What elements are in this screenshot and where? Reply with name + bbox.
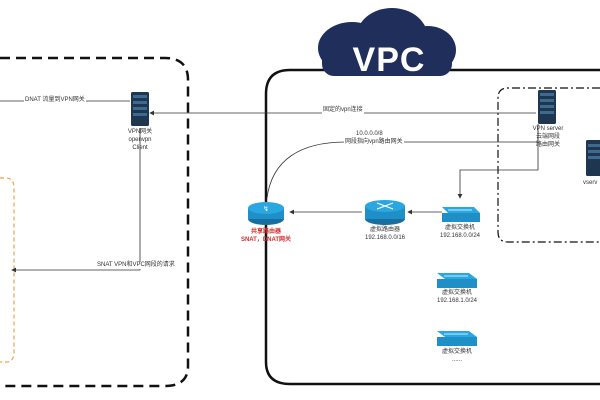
vpn-server-line3: 路由网关 xyxy=(535,142,561,148)
edge-route xyxy=(266,124,539,199)
edge-label-route-1: 10.0.0.0/8 xyxy=(356,131,383,137)
vserver-label: vserv xyxy=(583,180,598,186)
switch1-line1: 虚拟交换机 xyxy=(444,225,476,231)
connections xyxy=(0,100,539,273)
vpn-server-icon xyxy=(538,90,556,124)
virtual-router-icon xyxy=(365,200,405,225)
switch3-line1: 虚拟交换机 xyxy=(441,349,473,355)
left-network-boundary xyxy=(0,56,190,388)
virtual-router-line2: 192.168.0.0/16 xyxy=(364,235,406,241)
vpc-boundary xyxy=(264,68,600,386)
edge-label-route-2: 网段指向vpn路由网关 xyxy=(344,139,404,146)
edge-snat xyxy=(11,128,141,273)
vpc-title: VPC xyxy=(352,41,426,79)
switch1-line2: 192.168.0.0/24 xyxy=(439,233,481,239)
svg-text:↯: ↯ xyxy=(263,205,269,213)
edge-label-fixed-vpn: 固定的vpn连接 xyxy=(322,107,364,114)
virtual-switch-2-icon xyxy=(437,273,477,288)
vpn-gateway-client-line2: openvpn xyxy=(128,137,152,143)
vpn-gateway-server-icon xyxy=(131,92,149,126)
vpc-cloud-icon xyxy=(318,8,456,76)
virtual-switch-3-icon xyxy=(437,331,477,346)
virtual-switch-1-icon xyxy=(442,207,480,222)
shared-router-icon: ↯ xyxy=(248,202,284,225)
edge-label-snat: SNAT VPN和VPC网段的请求 xyxy=(96,262,176,269)
vpn-gateway-client-line3: Client xyxy=(132,145,148,151)
shared-router-line1: 共享路由器 xyxy=(250,229,282,235)
shared-router-line2: SNAT，DNAT网关 xyxy=(240,237,292,243)
virtual-router-line1: 虚拟路由器 xyxy=(369,227,401,233)
vpn-gateway-client-line1: VPN网关 xyxy=(127,129,153,135)
edge-server-switch xyxy=(457,128,539,199)
switch2-line2: 192.168.1.0/24 xyxy=(436,298,478,304)
vpn-server-line2: 云端网段 xyxy=(535,134,561,140)
vpn-server-zone xyxy=(497,87,600,243)
switch3-line2: ...... xyxy=(451,357,463,363)
vserver-icon xyxy=(586,140,600,176)
left-inner-boundary xyxy=(0,177,15,363)
vpn-server-line1: VPN server xyxy=(532,126,564,132)
switch2-line1: 虚拟交换机 xyxy=(441,290,473,296)
edge-label-dnat: DNAT 流量到VPN网关 xyxy=(24,97,86,104)
